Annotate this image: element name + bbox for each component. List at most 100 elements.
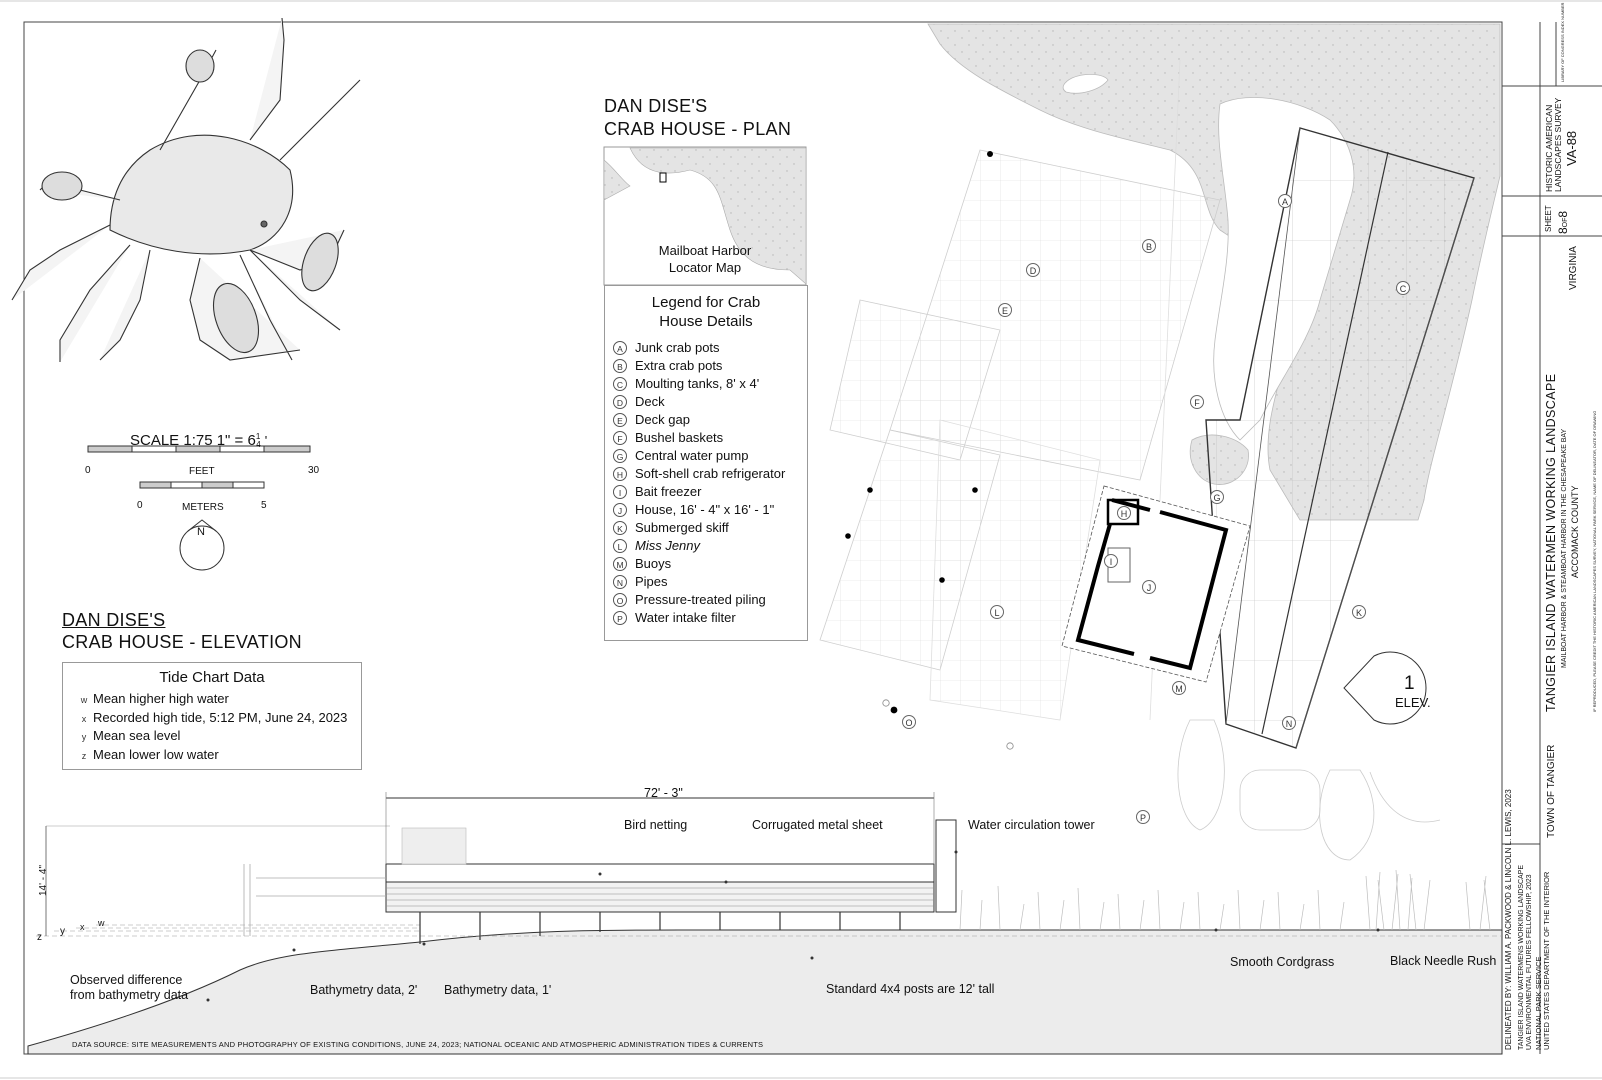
scale-label: SCALE 1:75 1" = 614' [130, 432, 268, 449]
sheet-number: 8OF8 [1556, 211, 1570, 234]
project-line2: UVA ENVIRONMENTAL FUTURES FELLOWSHIP, 20… [1526, 874, 1533, 1050]
north-label: N [197, 526, 205, 538]
scale-fraction-num: 1 [255, 432, 261, 441]
tide-chart-item-text: Mean sea level [93, 728, 181, 743]
plan-marker-b: B [1142, 239, 1156, 253]
legend-item: E Deck gap [613, 412, 690, 427]
legend-item-key: M [613, 556, 627, 571]
legend-item-text: Submerged skiff [635, 520, 729, 535]
tide-marker-w: w [98, 918, 105, 928]
tide-chart-item-text: Recorded high tide, 5:12 PM, June 24, 20… [93, 709, 348, 725]
sheet-of: OF [1562, 217, 1569, 228]
legend-item-key: O [613, 592, 627, 607]
scale-fraction-den: 4 [256, 440, 261, 449]
legend-item-text: Bait freezer [635, 484, 702, 499]
pilings-open [882, 699, 1014, 750]
observed-label-line1: Observed difference [70, 973, 183, 987]
legend-title-line2: House Details [659, 313, 753, 330]
plan-title-line2: CRAB HOUSE - PLAN [604, 119, 792, 139]
elevation-title-line2: CRAB HOUSE - ELEVATION [62, 632, 302, 652]
loc-index-label: LIBRARY OF CONGRESS INDEX NUMBER [1560, 2, 1565, 82]
tide-marker-z: z [37, 932, 42, 943]
legend-item-text: Deck gap [635, 412, 690, 427]
legend-title-line1: Legend for Crab [651, 294, 761, 311]
tide-chart-title: Tide Chart Data [159, 669, 265, 686]
legend-item-text: Water intake filter [635, 610, 736, 625]
bird-netting-label: Bird netting [624, 818, 688, 832]
plan-marker-f: F [1190, 395, 1204, 409]
tide-marker-y: y [60, 926, 65, 937]
survey-line2: LANDSCAPES SURVEY [1553, 97, 1563, 192]
elevation-graphic [27, 792, 1503, 1055]
plan-marker-i: I [1104, 554, 1118, 568]
plan-marker-g: G [1210, 490, 1224, 504]
observed-label-line2: from bathymetry data [70, 988, 189, 1002]
bathymetry-1-label: Bathymetry data, 1' [444, 983, 552, 997]
length-dimension: 72' - 3" [644, 786, 683, 800]
elevation-title-line1: DAN DISE'S [62, 610, 166, 630]
tide-marker-x: x [80, 922, 85, 932]
grass-graphic [959, 869, 1491, 931]
reproduced-note: IF REPRODUCED, PLEASE CREDIT THE HISTORI… [1592, 410, 1597, 712]
feet-unit: FEET [189, 466, 215, 477]
legend-item-key: C [613, 376, 627, 391]
legend-item-key: N [613, 574, 627, 589]
scale-ratio-text: SCALE 1:75 1" = 6 [130, 432, 256, 449]
feet-start: 0 [85, 465, 91, 476]
plan-marker-m: M [1172, 681, 1186, 695]
meters-start: 0 [137, 500, 143, 511]
elevation-tag-graphic [1343, 651, 1427, 725]
legend-item-text: Pressure-treated piling [635, 592, 766, 607]
legend-item: C Moulting tanks, 8' x 4' [613, 376, 759, 391]
boats [1177, 719, 1441, 861]
legend-item-text: Bushel baskets [635, 430, 724, 445]
plan-marker-d: D [1026, 263, 1040, 277]
plan-marker-k: K [1352, 605, 1366, 619]
deck-plan [819, 59, 1221, 721]
plan-marker-a: A [1278, 194, 1292, 208]
legend-item-key: E [613, 412, 627, 427]
legend-item-key: P [613, 610, 627, 625]
legend-item: K Submerged skiff [613, 520, 729, 535]
sheet-label: SHEET [1544, 205, 1553, 232]
feet-end: 30 [308, 465, 320, 476]
sheet-num: 8 [1556, 227, 1570, 234]
meters-end: 5 [261, 500, 267, 511]
smooth-cordgrass-label: Smooth Cordgrass [1230, 955, 1335, 969]
tide-chart-item: y Mean sea level [75, 728, 181, 743]
locator-map-label-line2: Locator Map [668, 260, 742, 275]
legend-item-text: Extra crab pots [635, 358, 723, 373]
delineated-by: DELINEATED BY: WILLIAM A. PACKWOOD & LIN… [1504, 789, 1513, 1050]
legend-item-text: Moulting tanks, 8' x 4' [635, 376, 760, 391]
legend-item-key: J [613, 502, 627, 517]
legend-item-text: Soft-shell crab refrigerator [635, 466, 786, 481]
tide-chart-item-key: y [81, 732, 87, 742]
legend-item: P Water intake filter [613, 610, 736, 625]
tide-chart-item-text: Mean lower low water [93, 746, 219, 762]
sub-title: MAILBOAT HARBOR & STEAMBOAT HARBOR IN TH… [1561, 428, 1568, 668]
legend-item-text: Miss Jenny [635, 538, 701, 553]
legend-item-text: Pipes [635, 574, 668, 589]
posts-label: Standard 4x4 posts are 12' tall [826, 982, 995, 996]
locator-map-graphic [603, 146, 807, 286]
tide-chart-item-key: z [81, 750, 87, 761]
tower-label: Water circulation tower [968, 818, 1095, 832]
plan-marker-o: O [902, 715, 916, 729]
plan-marker-p: P [1136, 810, 1150, 824]
legend-item-key: H [613, 466, 627, 481]
plan-marker-e: E [998, 303, 1012, 317]
legend-item: N Pipes [613, 574, 668, 589]
legend-item-text: Junk crab pots [635, 340, 720, 355]
plan-marker-h: H [1117, 506, 1131, 520]
meters-unit: METERS [182, 502, 224, 513]
legend-item-key: K [613, 520, 627, 535]
